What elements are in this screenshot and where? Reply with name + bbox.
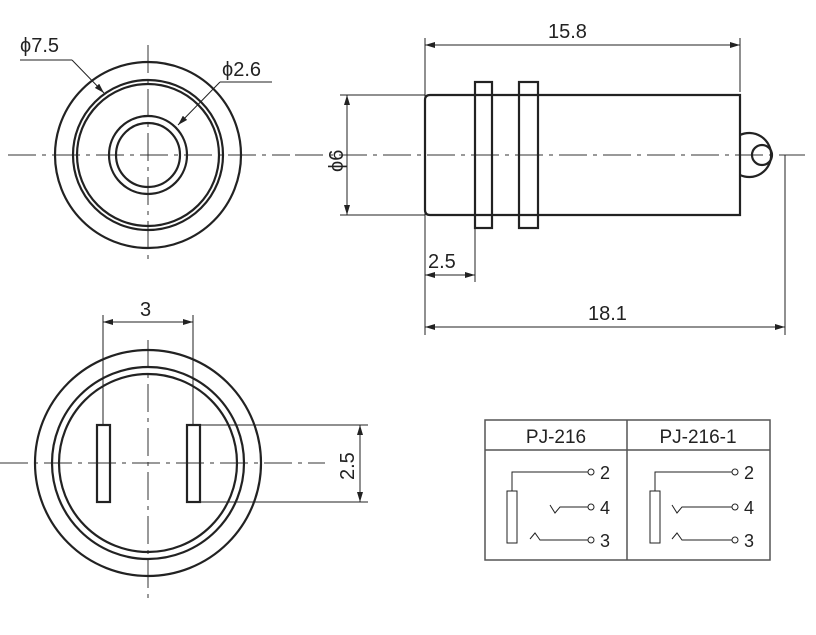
flange-offset-label: 2.5 — [428, 251, 456, 273]
header-pj-216: PJ-216 — [526, 427, 586, 448]
body-length-label: 15.8 — [548, 21, 587, 43]
pin-label: 2 — [600, 463, 610, 483]
rear-view: 3 2.5 — [0, 299, 368, 600]
schematic-table: PJ-216 PJ-216-1 2 4 3 2 4 3 — [484, 419, 771, 561]
pin-label: 3 — [600, 531, 610, 551]
body-diameter-label: ϕ6 — [326, 150, 348, 172]
pin-label: 4 — [600, 498, 610, 518]
pin-label: 3 — [744, 531, 754, 551]
outer-diameter-label: ϕ7.5 — [20, 35, 59, 57]
inner-diameter-label: ϕ2.6 — [222, 59, 261, 81]
front-view: ϕ7.5 ϕ2.6 — [8, 35, 290, 265]
schematic-pj-216-1: 2 4 3 — [649, 463, 754, 551]
pin-label: 4 — [744, 498, 754, 518]
schematic-pj-216: 2 4 3 — [506, 463, 610, 551]
pin-label: 2 — [744, 463, 754, 483]
pin-spacing-label: 3 — [140, 299, 151, 321]
header-pj-216-1: PJ-216-1 — [659, 427, 736, 448]
side-view: 15.8 ϕ6 2.5 18.1 — [295, 21, 805, 335]
total-length-label: 18.1 — [588, 303, 627, 325]
pin-length-label: 2.5 — [337, 452, 359, 480]
